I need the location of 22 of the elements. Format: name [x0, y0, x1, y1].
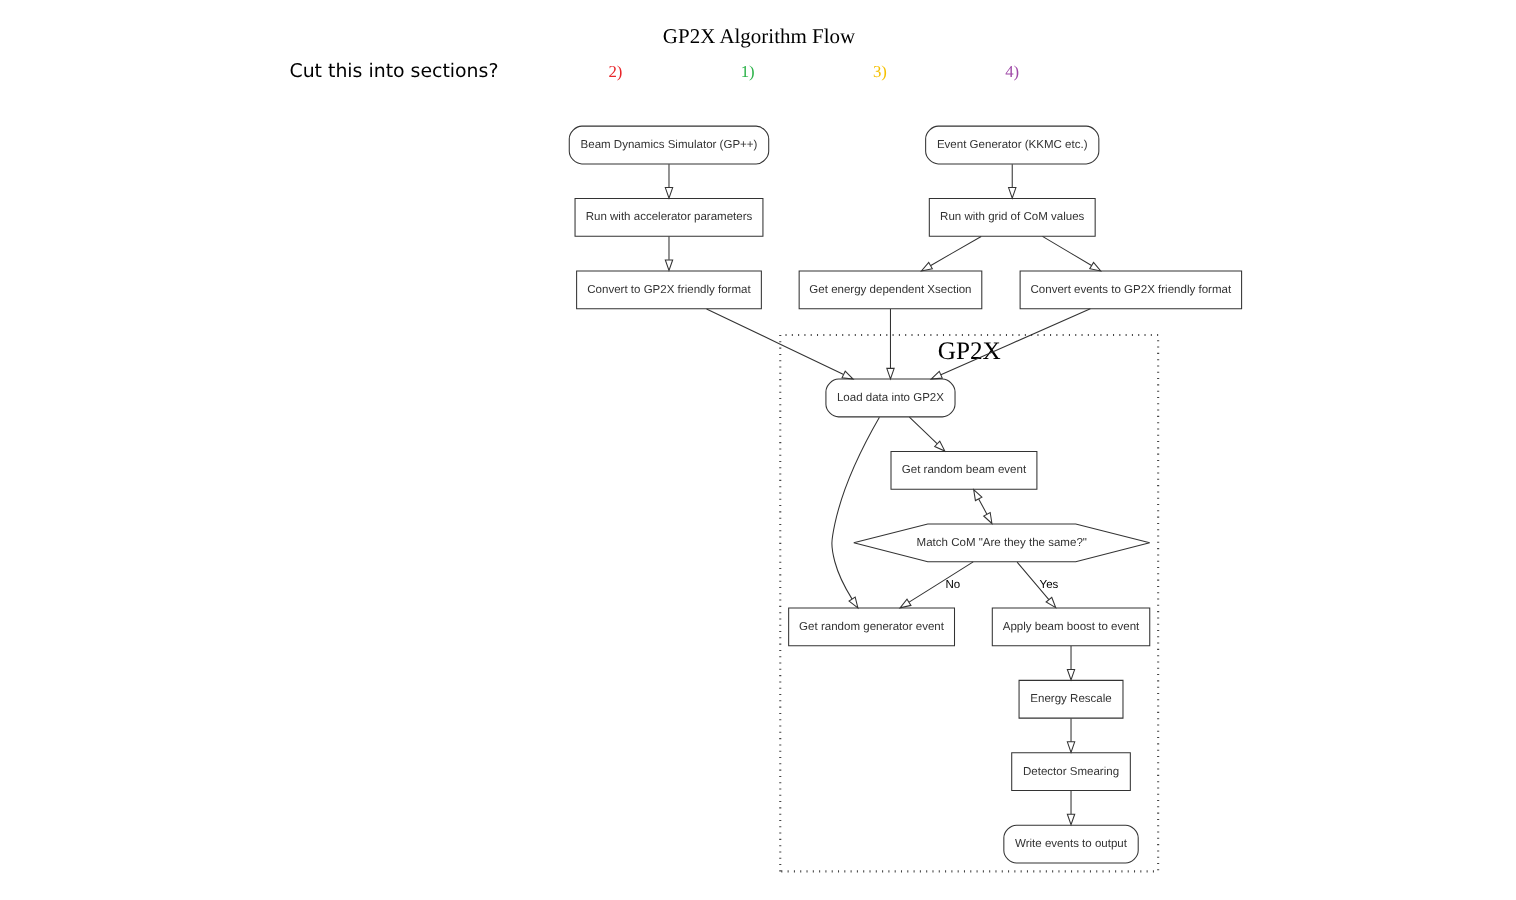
arrow [663, 162, 673, 199]
arrow [1065, 789, 1075, 826]
label: 3) [871, 61, 886, 80]
arrow [830, 415, 879, 609]
arrow [1065, 644, 1075, 681]
arrow [705, 307, 854, 379]
label: 2) [607, 61, 622, 80]
arrow [1006, 162, 1016, 199]
arrow [1015, 560, 1056, 608]
arrow [907, 415, 945, 452]
label: Cut this into sections? [288, 60, 498, 83]
arrow [928, 307, 1090, 379]
arrow [1040, 234, 1102, 271]
arrow [897, 560, 973, 608]
arrow [885, 307, 894, 380]
arrow [919, 234, 981, 271]
label: 1) [739, 61, 754, 80]
arrow [663, 235, 673, 272]
diagram-title: GP2X Algorithm Flow [661, 26, 855, 49]
arrow [971, 487, 992, 524]
label: 4) [1004, 61, 1019, 80]
arrow [1065, 716, 1075, 753]
